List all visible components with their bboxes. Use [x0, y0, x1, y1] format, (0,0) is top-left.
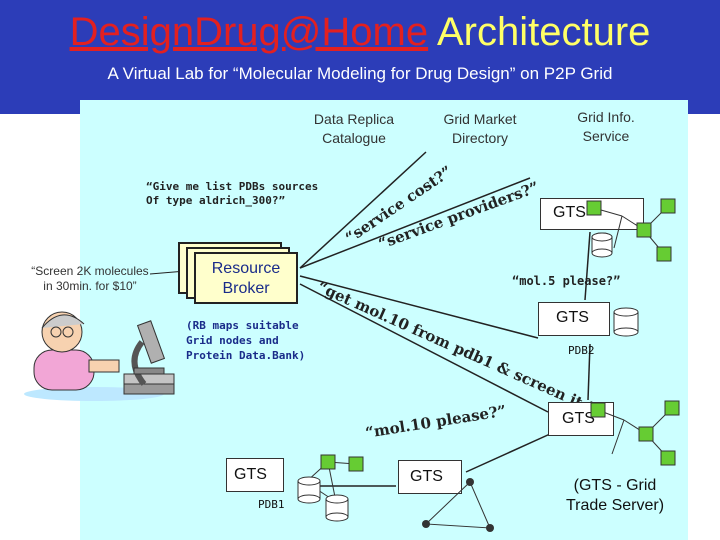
grid-info-service-label: Grid Info. Service	[556, 108, 656, 146]
gts-node-bottom-center-label: GTS	[410, 468, 443, 485]
pdb1-label: PDB1	[258, 498, 285, 511]
quote-give-list-line1: “Give me list PDBs sources	[146, 180, 319, 193]
gts-legend-line2: Trade Server)	[565, 497, 665, 514]
quote-give-list: “Give me list PDBs sources Of type aldri…	[146, 180, 318, 208]
graph-network-icon	[422, 478, 494, 532]
gts-node-bottom-center	[398, 460, 462, 494]
grid-info-line1: Grid Info.	[577, 109, 635, 125]
network-icon-top	[586, 198, 676, 262]
broker-label-line1: Resource	[211, 260, 281, 277]
quote-screen-line1: “Screen 2K molecules	[31, 264, 149, 278]
gts-node-info-label: GTS	[553, 204, 586, 221]
data-replica-line2: Catalogue	[322, 130, 386, 146]
database-icon-top	[591, 232, 613, 258]
broker-note-line1: (RB maps suitable	[186, 319, 299, 332]
resource-broker: Resource Broker	[194, 252, 298, 304]
pdb2-label: PDB2	[568, 344, 595, 357]
quote-screen: “Screen 2K molecules in 30min. for $10”	[20, 264, 160, 294]
broker-label-line2: Broker	[222, 280, 270, 297]
broker-note-line3: Protein Data.Bank)	[186, 349, 306, 362]
grid-market-directory-label: Grid Market Directory	[424, 110, 536, 148]
broker-note-line2: Grid nodes and	[186, 334, 279, 347]
database-icon-pdb1-a	[297, 476, 321, 504]
gts-node-pdb2	[538, 302, 610, 336]
grid-info-line2: Service	[582, 128, 630, 144]
quote-screen-line2: in 30min. for $10”	[43, 279, 137, 293]
data-replica-catalogue-label: Data Replica Catalogue	[300, 110, 408, 148]
grid-market-line1: Grid Market	[443, 111, 517, 127]
quote-mol5: “mol.5 please?”	[512, 274, 621, 288]
title-architecture: Architecture	[437, 10, 651, 54]
broker-note: (RB maps suitable Grid nodes and Protein…	[186, 318, 305, 363]
gts-node-lower-right-label: GTS	[562, 410, 595, 427]
network-icon-lower-right	[590, 400, 680, 466]
page-subtitle: A Virtual Lab for “Molecular Modeling fo…	[107, 64, 613, 83]
quote-give-list-line2: Of type aldrich_300?”	[146, 194, 286, 207]
gts-node-pdb1-label: GTS	[234, 466, 267, 483]
header-band	[0, 0, 720, 114]
gts-legend-line1: (GTS - Grid	[573, 477, 657, 494]
database-icon-pdb2	[613, 307, 639, 337]
page-title: DesignDrug@Home Architecture	[0, 8, 720, 56]
gts-node-pdb1	[226, 458, 284, 492]
microscope-icon	[123, 320, 175, 395]
grid-market-line2: Directory	[451, 130, 508, 146]
gts-node-pdb2-label: GTS	[556, 309, 589, 326]
database-icon-pdb1-b	[325, 494, 349, 522]
title-link-text: DesignDrug@Home	[69, 10, 429, 54]
data-replica-line1: Data Replica	[313, 111, 395, 127]
gts-legend: (GTS - Grid Trade Server)	[545, 476, 685, 516]
